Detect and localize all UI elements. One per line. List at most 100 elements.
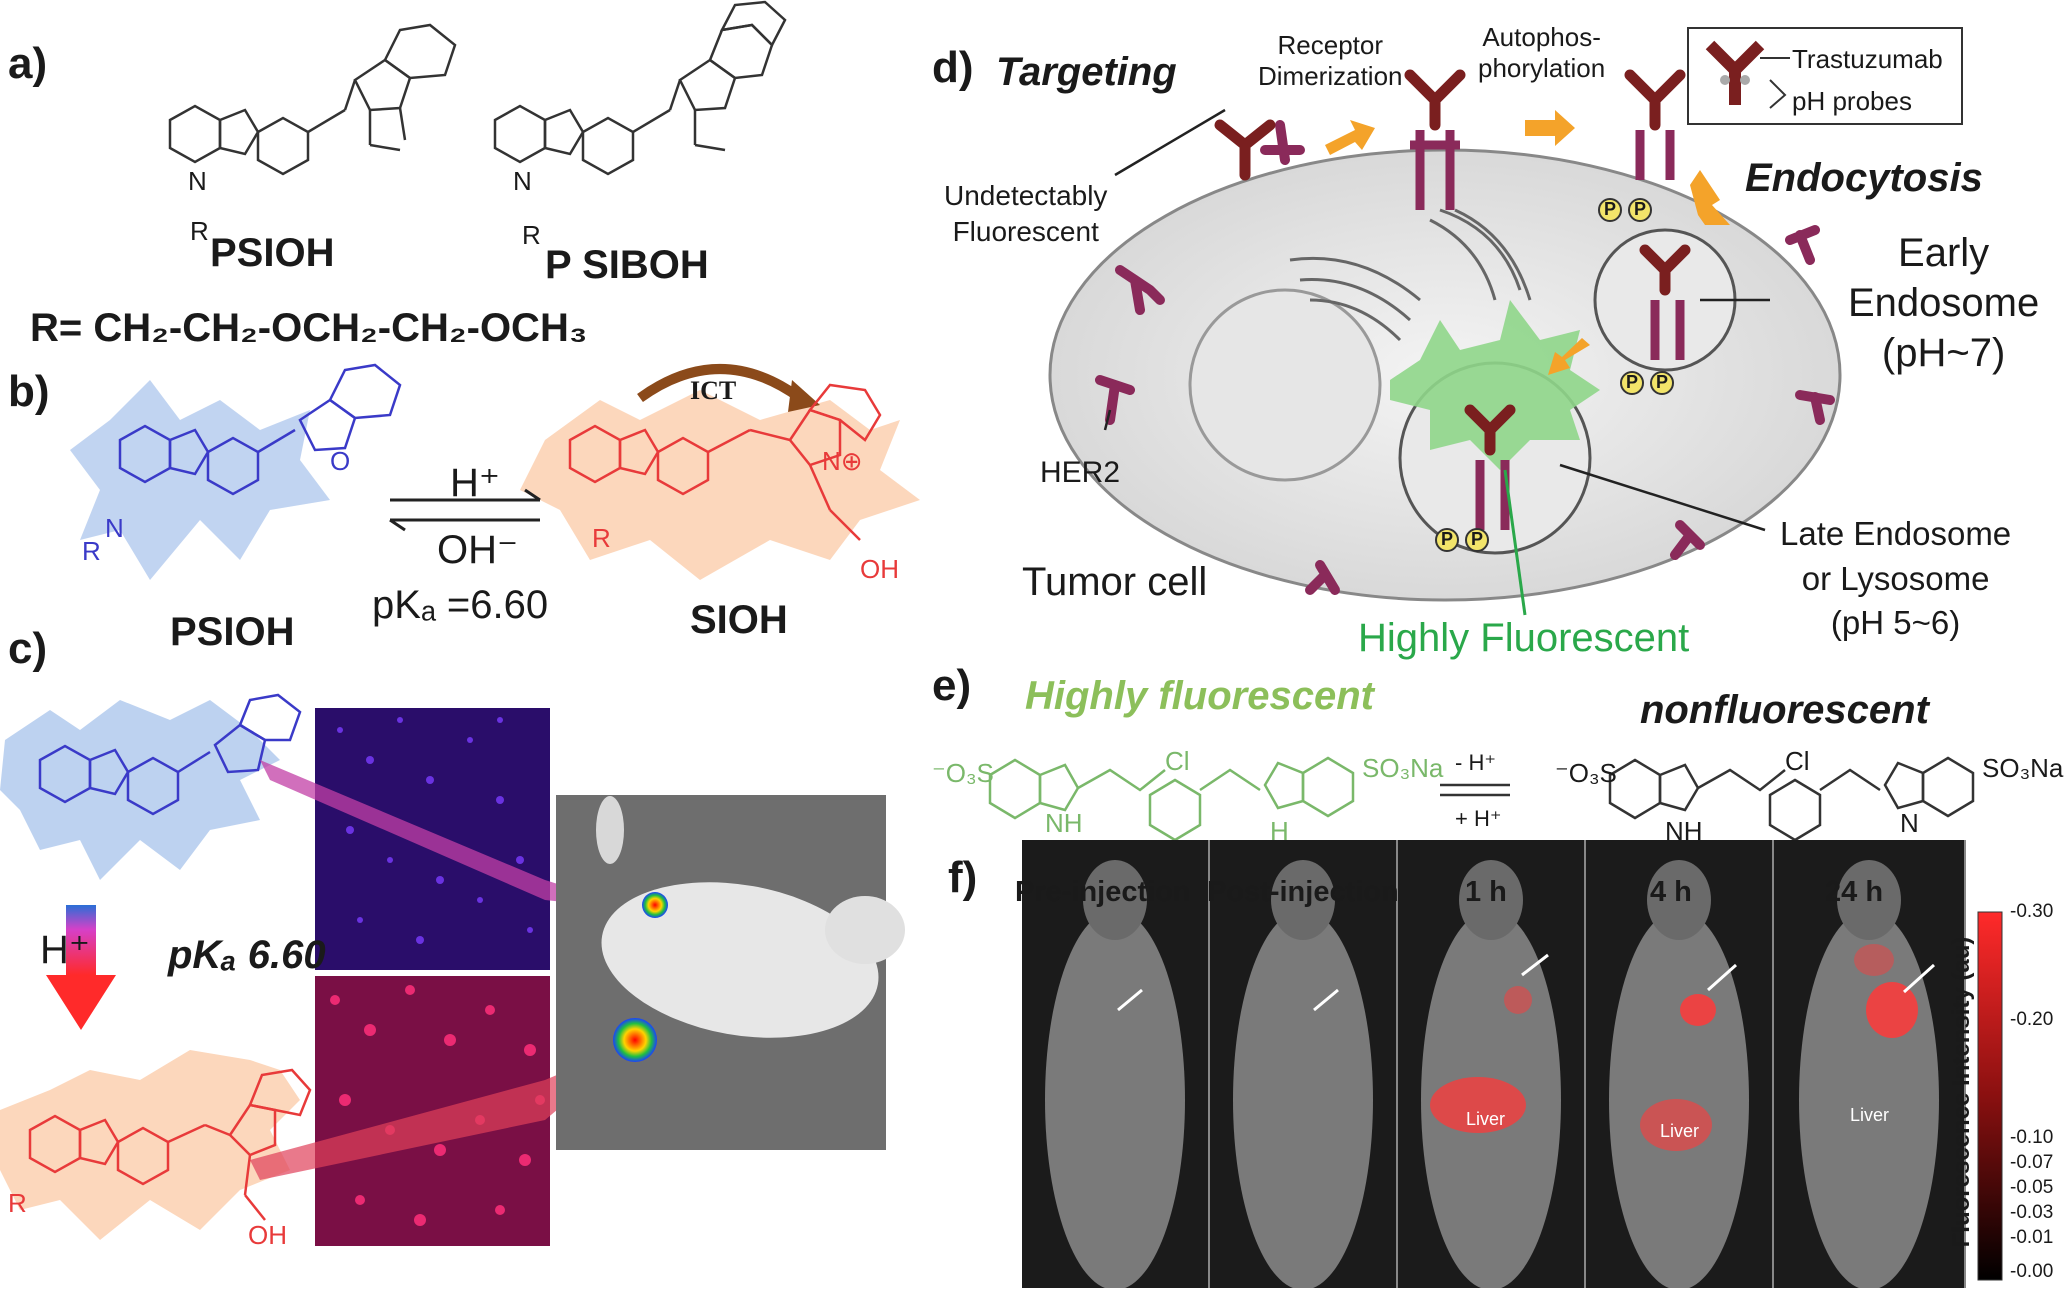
mouse-image-24h: Liver [1774,840,1966,1288]
green-leader [1503,469,1527,616]
c-oh-label: OH [248,1220,287,1250]
nonfluorescent-title: nonfluorescent [1640,688,1929,732]
autophos-label: Autophos-phorylation [1478,22,1606,84]
process-arrows [1325,110,1730,375]
right-so3na: SO₃Na [1982,753,2064,783]
timepoint-24h: 24 h [1825,876,1884,908]
mouse-head [825,896,905,964]
receptor-dimers [1410,130,1685,530]
sioh-oh: OH [860,554,899,584]
colorbar-tick-0: -0.30 [2010,901,2054,922]
golgi-er [1289,208,1532,342]
fluorescence-burst [1390,300,1600,470]
phospho-p-4: P [1656,372,1669,392]
acid-label: H⁺ [40,928,90,972]
phospho-dots [1435,198,1674,552]
right-cl: Cl [1785,746,1810,776]
legend-ph-probes: pH probes [1792,86,1912,116]
right-so3: ⁻O₃S [1555,758,1617,788]
right-nh: NH [1665,816,1703,846]
phospho-p-2: P [1634,199,1647,219]
mouse-body [601,882,879,1038]
colorbar-tick-3: -0.07 [2010,1152,2054,1173]
colorbar-tick-4: -0.05 [2010,1177,2054,1198]
r-group-formula: R= CH₂-CH₂-OCH₂-CH₂-OCH₃ [30,306,588,350]
sioh-r: R [592,523,611,553]
sioh-orange-glow [520,390,920,580]
psiboh-n-atom: N [513,166,532,196]
psioh-r-atom: R [190,216,209,246]
phospho-p-5: P [1441,529,1454,549]
sioh-name: SIOH [690,598,788,642]
c-closed-structure [38,693,302,816]
equilibrium-arrows [389,488,541,532]
dye-deprotonated [1608,756,1975,842]
psiboh-r-atom: R [522,220,541,250]
mouse-image-1h: Liver [1398,840,1586,1288]
colorbar-title: Fluorescence Intensity (au) [1948,936,1975,1248]
mouse-image-4h: Liver [1586,840,1774,1288]
psioh-b-o: O [330,446,351,476]
legend-antibody-icon [1705,40,1765,105]
panel-c-label: c) [8,624,48,673]
colorbar-tick-7: -0.00 [2010,1261,2054,1282]
timepoint-4h: 4 h [1650,876,1692,908]
panel-a-label: a) [8,39,48,88]
tumor-hotspot-large [613,1018,657,1062]
equilibrium-arrows-e [1440,783,1510,797]
psiboh-name: P SIBOH [545,243,709,287]
her2-receptors [1095,120,1835,595]
left-h: H [1270,816,1289,846]
phospho-p-6: P [1471,529,1484,549]
colorbar-tick-2: -0.10 [2010,1127,2054,1148]
dye-protonated [988,756,1355,842]
left-cl: Cl [1165,746,1190,776]
antibody-complexes [1214,69,1691,456]
c-open-structure [28,1068,312,1221]
panel-d-label: d) [932,43,974,92]
colorbar-tick-1: -0.20 [2010,1009,2054,1030]
liver-label-24h: Liver [1850,1105,1890,1125]
psioh-b-name: PSIOH [170,610,295,654]
mouse-tail [596,796,624,864]
ph-gradient-arrow-shaft [66,905,96,975]
timepoint-preinjection: Pre-injection [1015,876,1191,908]
tumor-cell-label: Tumor cell [1022,560,1208,604]
left-nh: NH [1045,808,1083,838]
beam-bottom [250,1040,640,1180]
timepoint-postinjection: Post-injection [1207,876,1399,908]
panel-b-label: b) [8,367,50,416]
psioh-b-r: R [82,536,101,566]
minus-h-label: - H⁺ [1455,750,1496,775]
mouse-image-preinjection [1022,840,1210,1288]
mouse-image-postinjection [1210,840,1398,1288]
c-blue-glow [0,700,280,880]
ict-label: ICT [690,376,737,405]
sioh-structure [568,383,882,541]
ph-gradient-arrow-head [46,975,116,1030]
panel-f-label: f) [948,853,978,902]
tumor-hotspot-small [642,892,668,918]
psioh-structure [168,23,457,176]
c-r-label: R [8,1188,27,1218]
phospho-p-3: P [1626,372,1639,392]
left-so3na: SO₃Na [1362,753,1444,783]
leader-lines [1103,108,1770,532]
colorbar-tick-6: -0.01 [2010,1227,2054,1248]
timepoint-1h: 1 h [1465,876,1507,908]
her2-label: HER2 [1040,456,1121,489]
legend-trastuzumab: Trastuzumab [1792,44,1943,74]
liver-label-1h: Liver [1466,1109,1506,1129]
colorbar-tick-5: -0.03 [2010,1202,2054,1223]
c-pka-label: pKₐ 6.60 [168,933,326,977]
c-orange-glow [0,1050,300,1240]
endocytosis-label: Endocytosis [1745,156,1983,200]
microscopy-blue-speckle [337,717,533,944]
nucleus [1188,288,1382,482]
psioh-name: PSIOH [210,231,335,275]
plus-h-label: + H⁺ [1455,806,1502,831]
phospho-p-1: P [1604,199,1617,219]
